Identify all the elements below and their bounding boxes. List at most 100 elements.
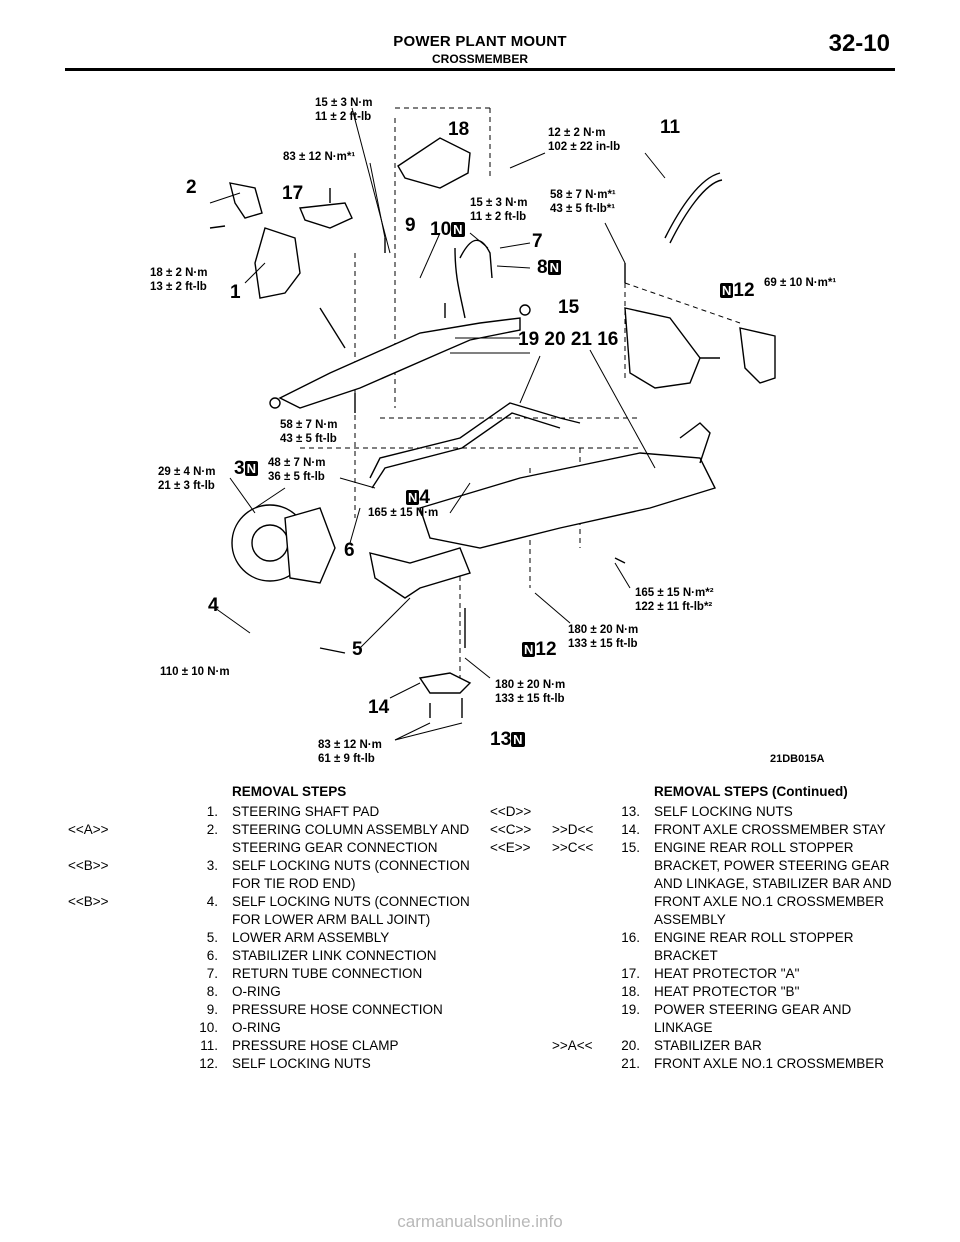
step-text: PRESSURE HOSE CLAMP	[232, 1038, 399, 1053]
step-text: SELF LOCKING NUTS (CONNECTION FOR TIE RO…	[232, 858, 470, 891]
torque-label: 165 ± 15 N·m*² 122 ± 11 ft-lb*²	[635, 587, 714, 613]
part-number: 6	[344, 540, 355, 561]
part-number-text: 8	[537, 257, 548, 278]
removal-steps-continued-list: <<D>> 13. SELF LOCKING NUTS <<C>> >>D<< 14. FR…	[490, 803, 900, 1073]
removal-step-row: >>A<< 20. STABILIZER BAR	[490, 1037, 900, 1055]
new-part-marker: N	[522, 642, 536, 658]
step-text: O-RING	[232, 984, 281, 999]
part-number-group: 19 20 21 16	[518, 329, 619, 350]
torque-label: 29 ± 4 N·m 21 ± 3 ft-lb	[158, 466, 216, 492]
step-number: 1.	[206, 804, 218, 819]
step-number: 5.	[206, 930, 218, 945]
step-text: LOWER ARM ASSEMBLY	[232, 930, 390, 945]
header-rule	[65, 68, 895, 71]
step-number: 6.	[206, 948, 218, 963]
removal-step-row: 1. STEERING SHAFT PAD	[68, 803, 478, 821]
removal-step-row: 19.POWER STEERING GEAR AND LINKAGE	[490, 1001, 900, 1037]
torque-label: 58 ± 7 N·m 43 ± 5 ft-lb	[280, 419, 338, 445]
removal-step-row: 6. STABILIZER LINK CONNECTION	[68, 947, 478, 965]
part-number: 2	[186, 177, 197, 198]
part-number-text: 3	[234, 458, 245, 479]
procedure-code: <<B>>	[68, 858, 109, 873]
watermark: carmanualsonline.info	[397, 1212, 563, 1231]
removal-steps-continued-heading: REMOVAL STEPS (Continued)	[654, 784, 848, 799]
step-text: STABILIZER BAR	[654, 1038, 762, 1053]
crossmember-drawing	[419, 452, 716, 549]
procedure-code: >>A<<	[552, 1038, 593, 1053]
removal-steps-list: 1.STEERING SHAFT PAD<<A>>2.STEERING COLU…	[68, 803, 478, 1073]
step-text: ENGINE REAR ROLL STOPPER BRACKET, POWER …	[654, 840, 892, 927]
removal-step-row: 5. LOWER ARM ASSEMBLY	[68, 929, 478, 947]
step-number: 21.	[621, 1056, 640, 1071]
torque-label: 69 ± 10 N·m*¹	[764, 277, 837, 289]
removal-step-row: 12.SELF LOCKING NUTS	[68, 1055, 478, 1073]
removal-step-row: 16. ENGINE REAR ROLL STOPPER BRACKET	[490, 929, 900, 965]
part-number: 4	[208, 595, 219, 616]
part-number-text: 4	[419, 487, 430, 508]
torque-label: 12 ± 2 N·m 102 ± 22 in-lb	[548, 127, 621, 153]
removal-step-row: 10.O-RING	[68, 1019, 478, 1037]
lower-arm-drawing	[369, 547, 471, 599]
step-number: 7.	[206, 966, 218, 981]
steering-joint-drawing	[229, 182, 263, 219]
removal-step-row: 7. RETURN TUBE CONNECTION	[68, 965, 478, 983]
removal-steps-left: REMOVAL STEPS 1.STEERING SHAFT PAD<<A>>2…	[68, 783, 478, 1073]
step-number: 3.	[206, 858, 218, 873]
diagram-drawing	[209, 107, 776, 741]
step-text: STABILIZER LINK CONNECTION	[232, 948, 437, 963]
new-part-marker: N	[406, 490, 420, 506]
step-number: 16.	[621, 930, 640, 945]
step-number: 20.	[621, 1038, 640, 1053]
removal-step-row: <<C>> >>D<< 14. FRONT AXLE CROSSMEMBER STAY	[490, 821, 900, 839]
torque-label: 165 ± 15 N·m	[368, 507, 439, 519]
procedure-code: >>C<<	[552, 840, 594, 855]
new-part-marker: N	[451, 222, 465, 238]
removal-step-row: <<D>> 13. SELF LOCKING NUTS	[490, 803, 900, 821]
heat-protector-a-drawing	[298, 202, 353, 229]
torque-label: 48 ± 7 N·m 36 ± 5 ft-lb	[268, 457, 326, 483]
step-text: STEERING SHAFT PAD	[232, 804, 380, 819]
step-text: SELF LOCKING NUTS	[654, 804, 793, 819]
step-number: 9.	[206, 1002, 218, 1017]
hose-clamp-drawing	[664, 172, 721, 239]
torque-label: 110 ± 10 N·m	[160, 666, 230, 678]
procedure-code: <<E>>	[490, 840, 531, 855]
removal-step-row: 21.FRONT AXLE NO.1 CROSSMEMBER	[490, 1055, 900, 1073]
step-number: 13.	[621, 804, 640, 819]
part-number: 7	[532, 231, 543, 252]
step-number: 14.	[621, 822, 640, 837]
shaft-pad-drawing	[254, 227, 301, 299]
step-text: ENGINE REAR ROLL STOPPER BRACKET	[654, 930, 854, 963]
procedure-code: >>D<<	[552, 822, 594, 837]
part-number-text: 12	[733, 280, 755, 301]
step-number: 2.	[206, 822, 218, 837]
new-part-marker: N	[511, 732, 525, 748]
removal-step-row: <<B>> 3. SELF LOCKING NUTS (CONNECTION FOR…	[68, 857, 478, 893]
heat-protector-b-drawing	[397, 137, 471, 189]
procedure-code: <<D>>	[490, 804, 532, 819]
step-text: RETURN TUBE CONNECTION	[232, 966, 423, 981]
step-number: 19.	[621, 1002, 640, 1017]
removal-step-row: 8.O-RING	[68, 983, 478, 1001]
torque-label: 58 ± 7 N·m*¹ 43 ± 5 ft-lb*¹	[550, 189, 616, 215]
removal-step-row: <<B>>4.SELF LOCKING NUTS (CONNECTION FOR…	[68, 893, 478, 929]
steering-gear-drawing	[278, 317, 521, 409]
step-text: FRONT AXLE CROSSMEMBER STAY	[654, 822, 886, 837]
crossmember-stay-drawing	[418, 672, 472, 694]
procedure-code: <<C>>	[490, 822, 532, 837]
part-number: 1	[230, 282, 241, 303]
step-text: HEAT PROTECTOR "A"	[654, 966, 800, 981]
roll-stopper-drawing	[624, 307, 701, 389]
bolts	[209, 188, 720, 718]
part-number-text: 10	[430, 219, 452, 240]
part-number: 5	[352, 639, 363, 660]
torque-label: 83 ± 12 N·m 61 ± 9 ft-lb	[318, 739, 382, 765]
section-title: POWER PLANT MOUNT	[393, 33, 567, 50]
page-number: 32-10	[828, 30, 890, 57]
step-number: 15.	[621, 840, 640, 855]
step-number: 18.	[621, 984, 640, 999]
